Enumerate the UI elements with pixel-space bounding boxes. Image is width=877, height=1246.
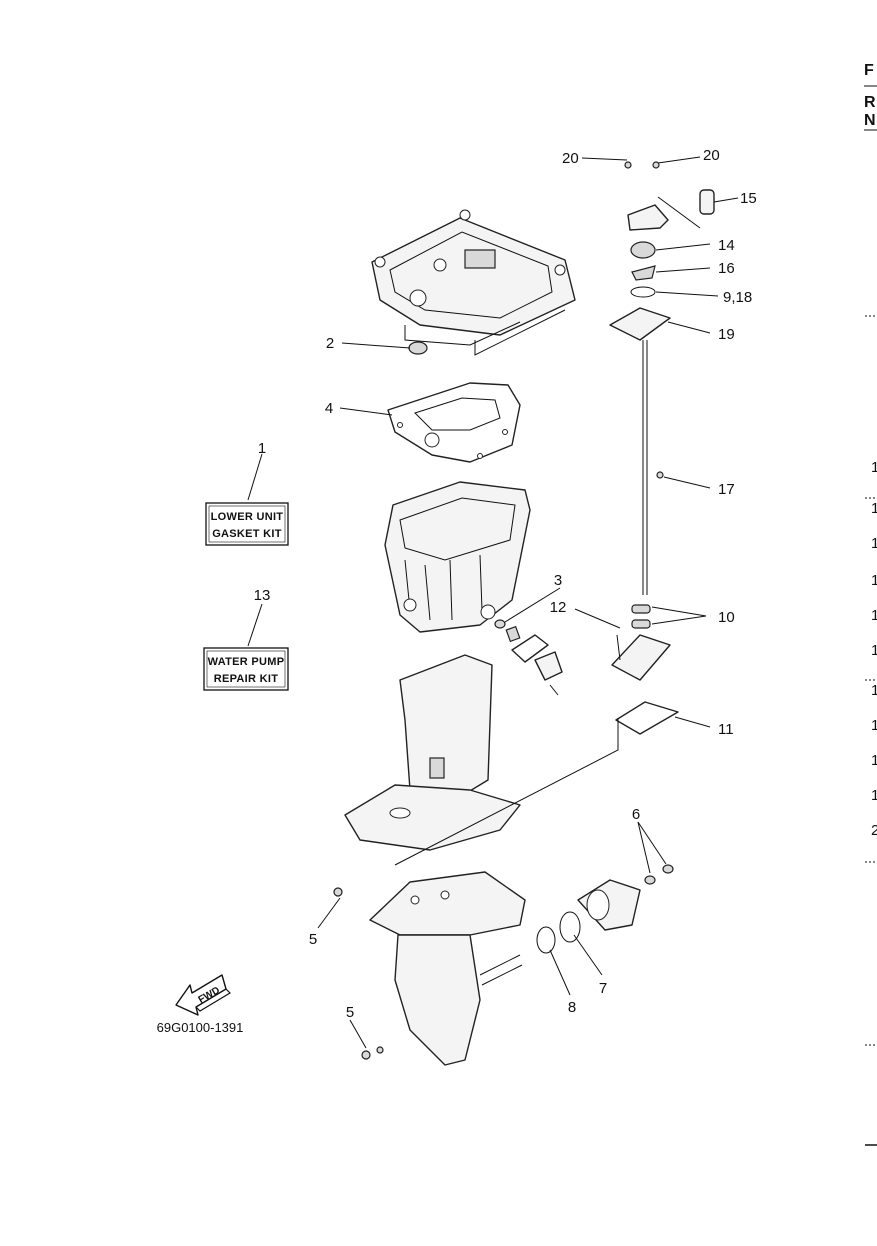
propeller-housing bbox=[536, 864, 674, 954]
callout-2: 2 bbox=[326, 335, 334, 352]
kit-box-water-pump-repair: WATER PUMP REPAIR KIT bbox=[203, 647, 289, 691]
gear-case bbox=[369, 871, 526, 1066]
callout-8: 8 bbox=[568, 999, 576, 1016]
water-pump-stack bbox=[609, 189, 715, 595]
water-tube-parts bbox=[494, 619, 563, 696]
svg-text:2: 2 bbox=[871, 822, 877, 839]
callout-5a: 5 bbox=[309, 931, 317, 948]
svg-text:R: R bbox=[864, 94, 876, 111]
svg-text:1: 1 bbox=[871, 787, 877, 804]
callout-6: 6 bbox=[632, 806, 640, 823]
kit-13-line2: REPAIR KIT bbox=[214, 673, 279, 685]
svg-text:N: N bbox=[864, 112, 876, 129]
callout-20a: 20 bbox=[562, 150, 579, 167]
svg-text:1: 1 bbox=[871, 459, 877, 476]
callout-3: 3 bbox=[554, 572, 562, 589]
callout-11: 11 bbox=[718, 721, 734, 738]
bolts bbox=[333, 161, 660, 1060]
callout-20b: 20 bbox=[703, 147, 720, 164]
driveshaft-housing bbox=[384, 481, 531, 633]
svg-text:1: 1 bbox=[871, 607, 877, 624]
callout-12: 12 bbox=[550, 599, 567, 616]
svg-text:1: 1 bbox=[871, 717, 877, 734]
svg-text:1: 1 bbox=[871, 572, 877, 589]
lower-casing bbox=[344, 654, 521, 851]
callout-15: 15 bbox=[740, 190, 757, 207]
svg-text:1: 1 bbox=[871, 752, 877, 769]
svg-text:1: 1 bbox=[871, 642, 877, 659]
callout-4: 4 bbox=[325, 400, 333, 417]
pump-base bbox=[611, 604, 679, 735]
svg-text:1: 1 bbox=[871, 500, 877, 517]
callout-5b: 5 bbox=[346, 1004, 354, 1021]
kit-1-line1: LOWER UNIT bbox=[211, 511, 284, 523]
upper-casing-plate bbox=[371, 209, 576, 346]
svg-text:1: 1 bbox=[871, 682, 877, 699]
callout-17: 17 bbox=[718, 481, 735, 498]
callout-14: 14 bbox=[718, 237, 735, 254]
callout-9-18: 9,18 bbox=[723, 289, 752, 306]
callout-16: 16 bbox=[718, 260, 735, 277]
fwd-arrow-icon: FWD bbox=[175, 974, 231, 1016]
callout-labels: 1 2 3 4 5 5 6 7 8 9,18 10 11 12 13 14 15… bbox=[254, 147, 757, 1021]
kit-box-lower-unit-gasket: LOWER UNIT GASKET KIT bbox=[205, 502, 289, 546]
svg-text:1: 1 bbox=[871, 535, 877, 552]
diagram-id: 69G0100-1391 bbox=[157, 1020, 244, 1035]
gasket-part bbox=[387, 382, 521, 463]
callout-19: 19 bbox=[718, 326, 735, 343]
right-edge-fragment: F R N 1 1 1 1 1 1 1 1 1 1 2 bbox=[864, 62, 877, 1146]
callout-10: 10 bbox=[718, 609, 735, 626]
callout-13: 13 bbox=[254, 587, 271, 604]
svg-text:F: F bbox=[864, 62, 874, 79]
seal-part bbox=[408, 341, 428, 355]
kit-1-line2: GASKET KIT bbox=[212, 528, 282, 540]
callout-1: 1 bbox=[258, 440, 266, 457]
kit-13-line1: WATER PUMP bbox=[208, 656, 285, 668]
callout-7: 7 bbox=[599, 980, 607, 997]
leader-lines bbox=[247, 156, 739, 1049]
